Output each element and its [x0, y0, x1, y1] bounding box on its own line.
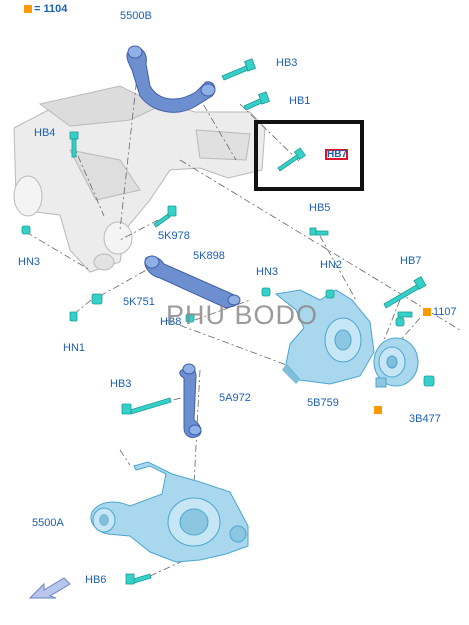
knuckle-5500a — [90, 461, 249, 563]
highlight-box — [254, 120, 364, 191]
label-5k751: 5K751 — [123, 296, 155, 308]
label-hn3-left: HN3 — [18, 256, 41, 268]
bolts — [21, 58, 435, 585]
label-5k898: 5K898 — [193, 250, 225, 262]
label-hn2: HN2 — [320, 259, 343, 271]
label-hb4: HB4 — [34, 127, 56, 139]
front-arrow-icon — [28, 577, 71, 599]
toe-link-5a972 — [179, 363, 202, 439]
label-hb5: HB5 — [309, 202, 331, 214]
label-hb1: HB1 — [289, 95, 311, 107]
label-1107-text: 1107 — [433, 306, 457, 318]
label-hb3-low: HB3 — [110, 378, 132, 390]
hub-3b477 — [373, 337, 419, 388]
label-5b759: 5B759 — [307, 397, 339, 409]
marker-1107 — [423, 308, 431, 317]
label-1107: 1107 — [423, 306, 457, 318]
upper-arm-5500b — [126, 45, 216, 113]
label-5k978: 5K978 — [158, 230, 190, 242]
lower-arm-5k898 — [144, 255, 241, 309]
marker-square — [374, 406, 382, 414]
label-5a972: 5A972 — [219, 392, 251, 404]
label-5500b: 5500B — [120, 10, 152, 22]
legend-marker — [24, 5, 32, 14]
label-hb3-top: HB3 — [276, 57, 298, 69]
label-hb7: HB7 — [400, 255, 422, 267]
legend: = 1104 — [24, 3, 67, 15]
label-hn3-mid: HN3 — [256, 266, 279, 278]
legend-text: = 1104 — [34, 3, 68, 15]
label-3b477: 3B477 — [409, 413, 441, 425]
knuckle-5b759 — [274, 289, 375, 385]
label-hb6: HB6 — [85, 574, 107, 586]
watermark: PHU BODO — [166, 300, 319, 330]
label-hn1: HN1 — [63, 342, 86, 354]
subframe — [13, 85, 266, 273]
label-hb8: HB8 — [160, 316, 182, 328]
label-5500a: 5500A — [32, 517, 64, 529]
highlight-label-hb7: HB7 — [325, 149, 348, 160]
